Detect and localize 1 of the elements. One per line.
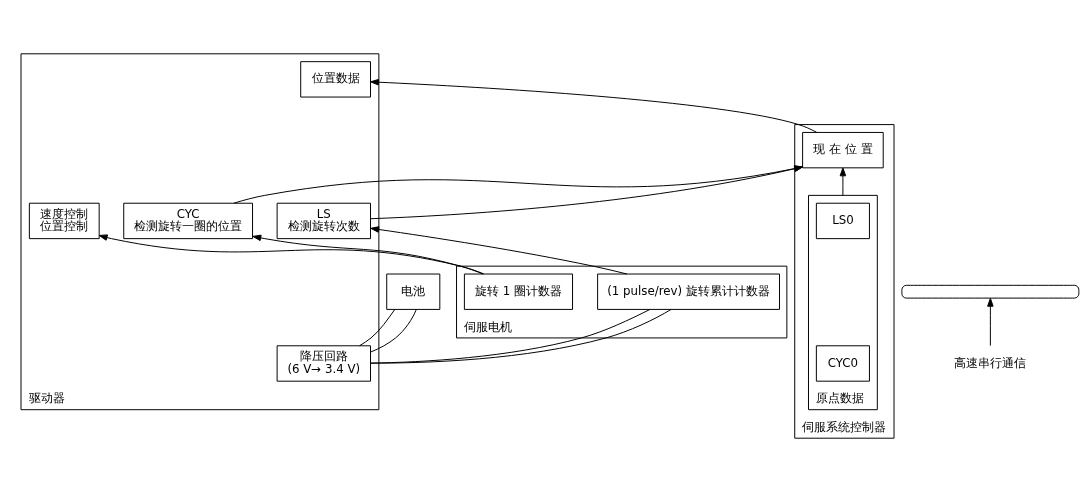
node-text: 高速串行通信	[954, 355, 1027, 370]
